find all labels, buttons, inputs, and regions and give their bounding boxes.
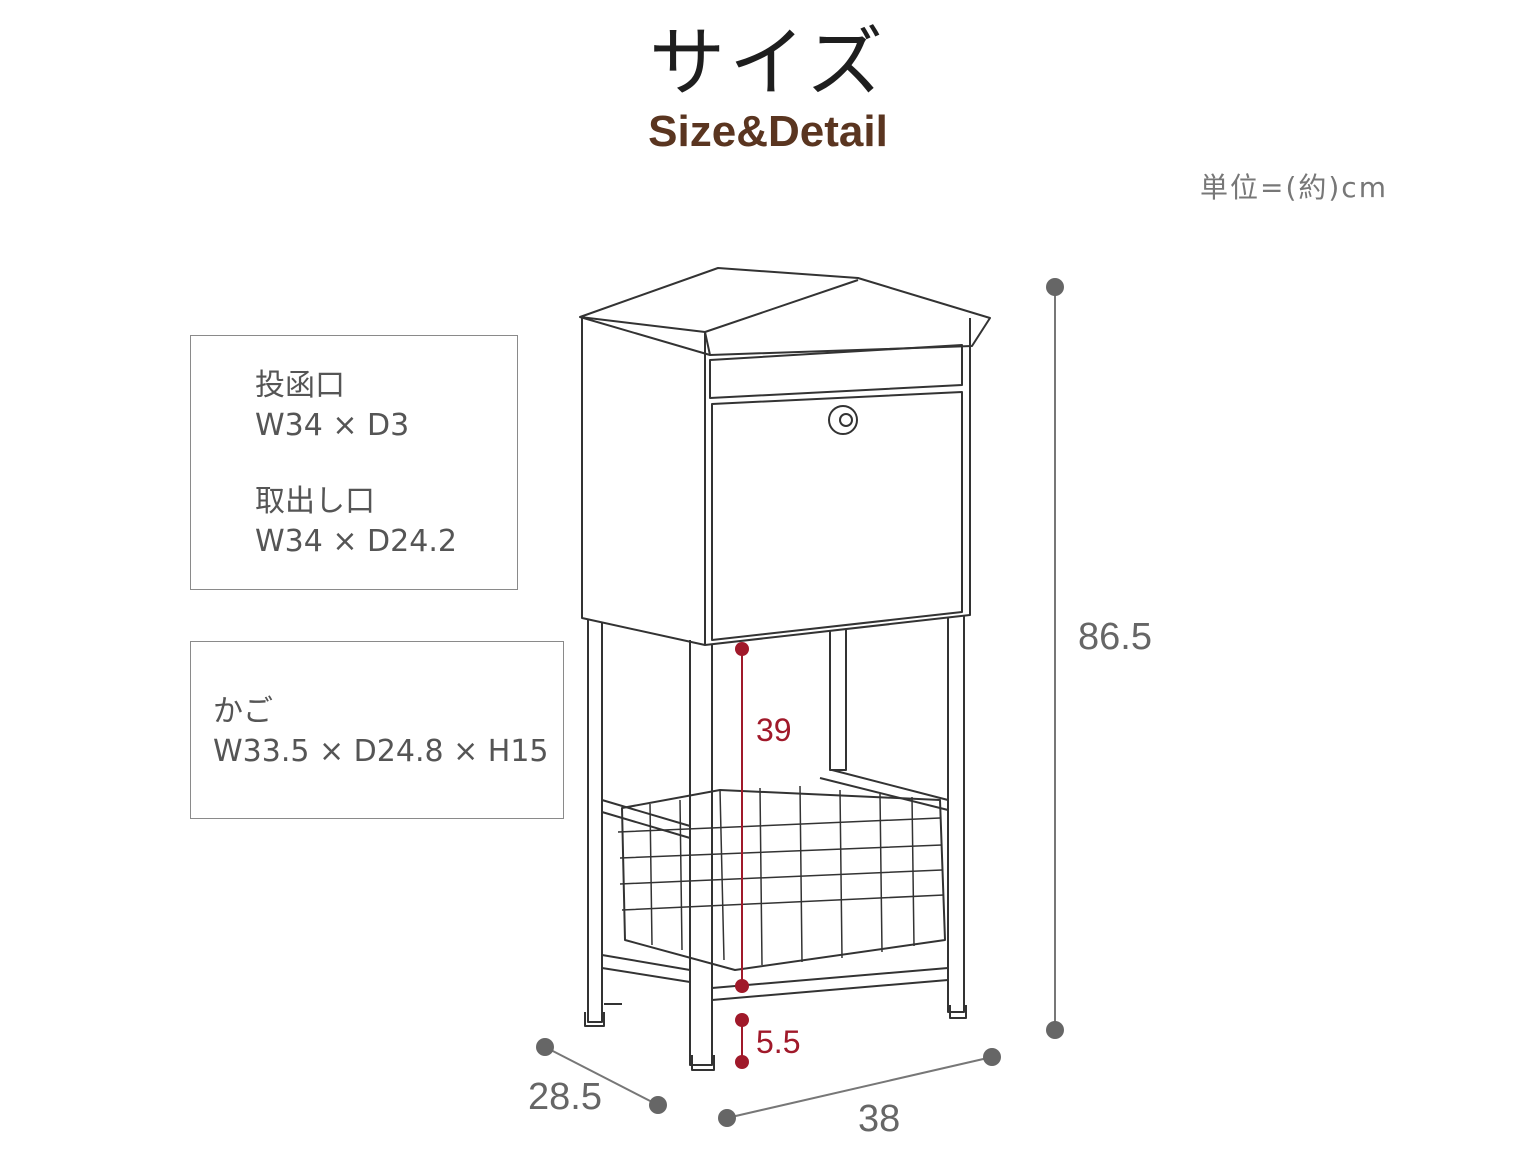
lock-icon [828, 405, 858, 435]
side-rail-lower [601, 954, 691, 983]
takeout-door [711, 391, 963, 641]
back-rail [819, 769, 949, 811]
depth-label: 28.5 [528, 1076, 602, 1118]
leg-left-rear [587, 620, 603, 1023]
mail-slot-flap [709, 344, 963, 399]
basket [621, 789, 946, 971]
basket-spec-box: かご W33.5 × D24.8 × H15 [190, 641, 564, 819]
side-rail [601, 799, 691, 839]
foot-front [691, 1055, 715, 1071]
roof-ridge [704, 279, 859, 333]
opening-spec-box: 投函口 W34 × D3 取出し口 W34 × D24.2 [190, 335, 518, 590]
front-rail [711, 967, 949, 1001]
leg-right-front [947, 616, 965, 1013]
foot-right [949, 1005, 967, 1019]
mail-slot-label: 投函口 [255, 368, 345, 403]
width-label: 38 [858, 1098, 901, 1140]
mail-slot-size: W34 × D3 [255, 408, 410, 443]
width-dim-line [726, 1056, 993, 1119]
page-title: サイズ [649, 18, 887, 107]
leg-left-front [689, 640, 713, 1066]
foot-left [584, 1012, 605, 1027]
inner-height-label: 39 [756, 712, 792, 748]
clearance-label: 5.5 [756, 1024, 801, 1060]
depth-dim-line [544, 1046, 659, 1106]
page-subtitle: Size&Detail [648, 107, 888, 156]
leg-right-rear [829, 630, 847, 771]
takeout-label: 取出し口 [255, 484, 375, 519]
roof-outline [579, 267, 991, 356]
basket-size: W33.5 × D24.8 × H15 [213, 734, 549, 769]
basket-label: かご [213, 694, 273, 729]
mailbox-body [581, 318, 971, 646]
height-label: 86.5 [1078, 616, 1152, 658]
takeout-size: W34 × D24.2 [255, 524, 457, 559]
unit-note: 単位=(約)cm [1200, 171, 1388, 204]
